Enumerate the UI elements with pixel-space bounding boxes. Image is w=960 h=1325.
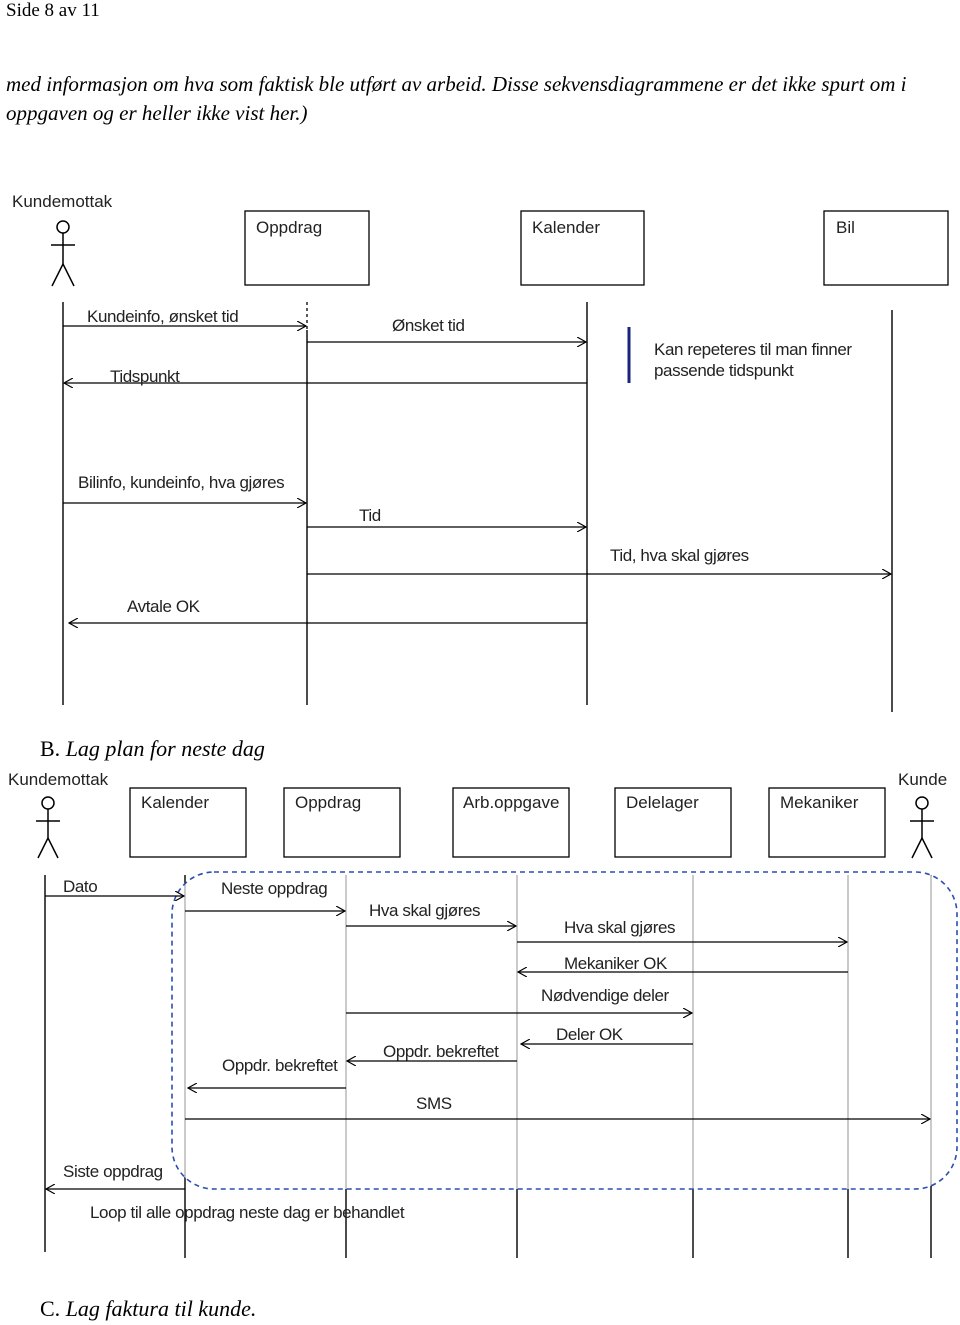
page-number: Side 8 av 11 [6,0,100,21]
object-kalender-b-box [129,787,247,858]
diagram-b: Kundemottak Kunde Kalender Oppdrag Arb.o… [8,770,958,1258]
section-c-letter: C. [40,1296,61,1321]
object-oppdrag-b-label: Oppdrag [295,793,361,812]
message-b5-label: Mekaniker OK [564,954,668,973]
message-a3-label: Tidspunkt [110,367,180,386]
object-mekaniker-box [768,787,886,858]
repeat-note-line1: Kan repeteres til man finner [654,340,852,359]
section-c-heading: C. Lag faktura til kunde. [40,1296,256,1322]
object-mekaniker-label: Mekaniker [780,793,859,812]
message-b8-label: Oppdr. bekreftet [383,1042,499,1061]
actor-kundemottak-b-label: Kundemottak [8,770,109,789]
object-arboppgave-box [452,787,570,858]
message-a4-label: Bilinfo, kundeinfo, hva gjøres [78,473,284,492]
message-a2-label: Ønsket tid [392,316,465,335]
section-b-letter: B. [40,736,61,761]
message-a7-label: Avtale OK [127,597,201,616]
actor-kunde-icon [910,796,934,859]
object-bil-box [823,210,949,286]
loop-label: Loop til alle oppdrag neste dag er behan… [90,1203,405,1222]
section-b-heading: B. Lag plan for neste dag [40,736,265,762]
message-b7-label: Deler OK [556,1025,624,1044]
message-b10-label: SMS [416,1094,452,1113]
actor-kundemottak-b-icon [36,796,60,859]
message-b6-label: Nødvendige deler [541,986,670,1005]
message-b9-label: Oppdr. bekreftet [222,1056,338,1075]
intro-paragraph: med informasjon om hva som faktisk ble u… [6,72,907,125]
object-delelager-label: Delelager [626,793,699,812]
object-bil-label: Bil [836,218,855,237]
actor-kundemottak-icon [51,220,75,287]
actor-kunde-label: Kunde [898,770,947,789]
section-b-title: Lag plan for neste dag [65,736,265,761]
message-b2-label: Neste oppdrag [221,879,327,898]
message-a1-label: Kundeinfo, ønsket tid [87,307,238,326]
message-b3-label: Hva skal gjøres [369,901,480,920]
message-b11-label: Siste oppdrag [63,1162,163,1181]
section-c-title: Lag faktura til kunde. [65,1296,257,1321]
message-a5-label: Tid [359,506,381,525]
object-oppdrag-box [244,210,370,286]
diagram-a: Kundemottak Oppdrag Kalender Bil Kundein… [12,192,949,712]
message-a6-label: Tid, hva skal gjøres [610,546,749,565]
actor-kundemottak-label: Kundemottak [12,192,113,211]
object-delelager-box [614,787,732,858]
loop-frame [171,871,958,1190]
message-b4-label: Hva skal gjøres [564,918,675,937]
object-oppdrag-b-box [283,787,401,858]
object-oppdrag-label: Oppdrag [256,218,322,237]
object-arboppgave-label: Arb.oppgave [463,793,559,812]
repeat-note-line2: passende tidspunkt [654,361,794,380]
object-kalender-label: Kalender [532,218,600,237]
message-b1-label: Dato [63,877,97,896]
object-kalender-box [520,210,645,286]
object-kalender-b-label: Kalender [141,793,209,812]
